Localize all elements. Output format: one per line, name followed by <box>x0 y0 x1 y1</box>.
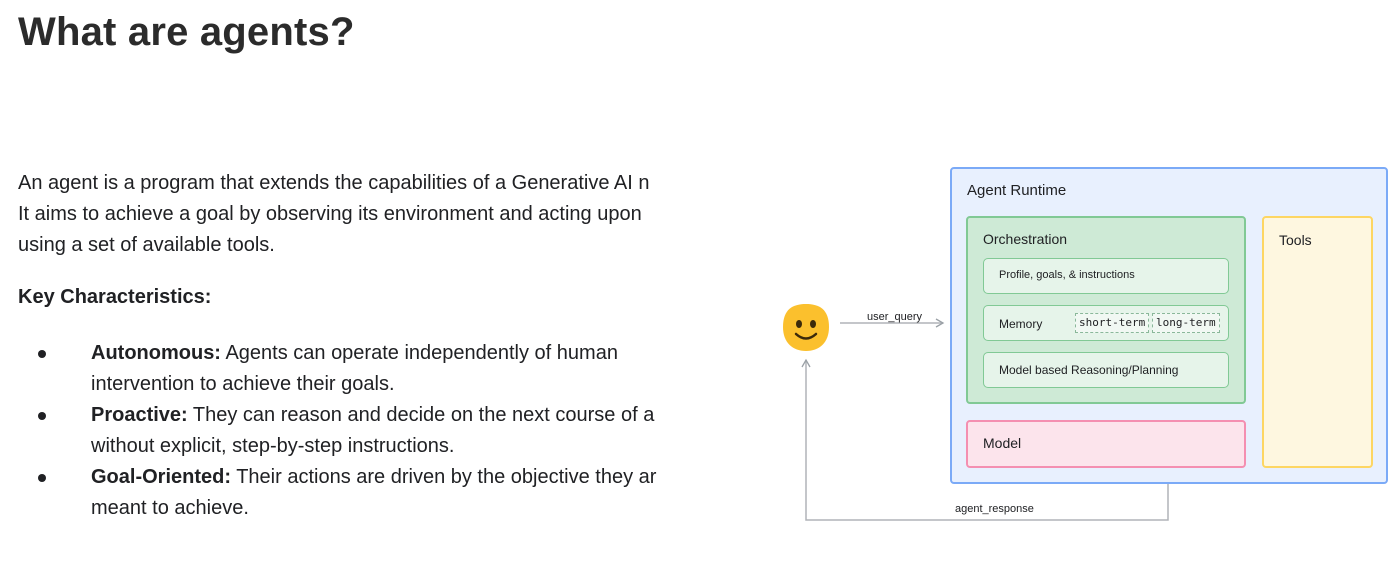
profile-goals-box <box>983 258 1229 294</box>
profile-goals-label: Profile, goals, & instructions <box>999 269 1135 281</box>
slide-title: What are agents? <box>18 10 355 54</box>
bullet-icon <box>38 412 46 420</box>
agent-runtime-label: Agent Runtime <box>967 182 1067 199</box>
user-query-label: user_query <box>867 311 923 323</box>
long-term-tag: long-term <box>1152 313 1220 333</box>
orchestration-label: Orchestration <box>983 231 1068 247</box>
key-characteristics-heading: Key Characteristics: <box>18 286 212 308</box>
characteristic-text: intervention to achieve their goals. <box>91 373 395 395</box>
characteristic-text: Their actions are driven by the objectiv… <box>231 466 657 488</box>
bullet-icon <box>38 350 46 358</box>
reasoning-planning-label: Model based Reasoning/Planning <box>999 363 1179 377</box>
memory-label: Memory <box>999 317 1043 331</box>
characteristics-list: Autonomous: Agents can operate independe… <box>18 338 726 524</box>
description-column: An agent is a program that extends the c… <box>18 168 726 528</box>
intro-line: An agent is a program that extends the c… <box>18 172 650 194</box>
bullet-icon <box>38 474 46 482</box>
reasoning-planning-box <box>983 352 1229 388</box>
model-box <box>966 420 1246 468</box>
characteristic-term: Autonomous: <box>91 342 221 364</box>
characteristic-text: They can reason and decide on the next c… <box>187 404 655 426</box>
characteristic-text: Agents can operate independently of huma… <box>220 342 618 364</box>
intro-line: using a set of available tools. <box>18 234 275 256</box>
characteristic-term: Goal-Oriented: <box>91 466 232 488</box>
tools-box <box>1262 216 1373 468</box>
short-term-tag: short-term <box>1075 313 1150 333</box>
list-item: Autonomous: Agents can operate independe… <box>18 338 726 400</box>
agent-response-label: agent_response <box>955 503 1034 515</box>
intro-line: It aims to achieve a goal by observing i… <box>18 203 642 225</box>
tools-label: Tools <box>1279 232 1312 248</box>
list-item: Goal-Oriented: Their actions are driven … <box>18 462 726 524</box>
model-label: Model <box>983 435 1022 451</box>
list-item: Proactive: They can reason and decide on… <box>18 400 726 462</box>
characteristic-term: Proactive: <box>91 404 188 426</box>
smiling-face-icon <box>779 303 833 353</box>
characteristic-text: without explicit, step-by-step instructi… <box>91 435 455 457</box>
characteristic-text: meant to achieve. <box>91 497 249 519</box>
agent-response-arrow <box>801 358 1169 521</box>
intro-paragraph: An agent is a program that extends the c… <box>18 168 726 261</box>
